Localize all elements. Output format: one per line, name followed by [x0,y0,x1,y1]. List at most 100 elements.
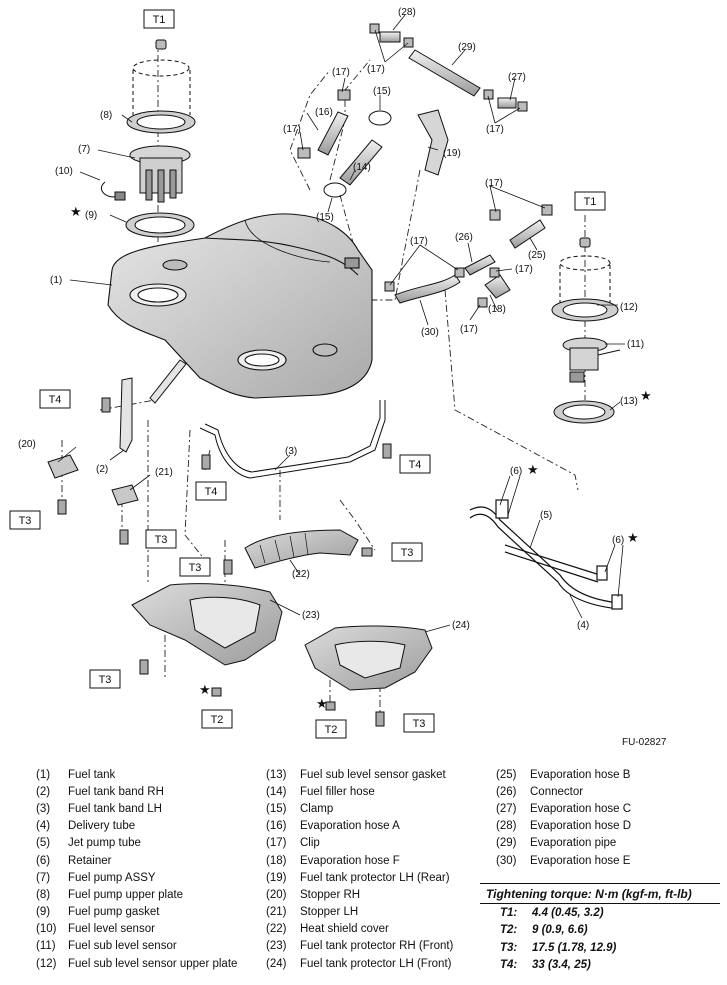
evaporation-hoses-b-e-f [384,204,553,308]
torque-row: T3:17.5 (1.78, 12.9) [480,939,720,957]
legend-item: (17) Clip [266,835,453,852]
legend-item: (24)Fuel tank protector LH (Front) [266,955,453,972]
legend-text: Evaporation hose B [530,768,631,781]
svg-text:(7): (7) [78,144,90,155]
torque-value: 17.5 (1.78, 12.9) [532,941,617,954]
legend-item: (23)Fuel tank protector RH (Front) [266,938,453,955]
legend-item: (21)Stopper LH [266,904,453,921]
fuel-tank-band-rh [119,359,187,453]
fuel-tank-band-lh [199,400,386,479]
legend-number: (30) [496,854,517,867]
legend-item: (1) Fuel tank [36,766,237,783]
legend-text: Heat shield cover [300,923,389,936]
svg-text:(27): (27) [508,72,526,83]
legend-text: Stopper LH [300,906,359,919]
legend-text: Fuel sub level sensor [68,940,177,953]
legend-item: (18)Evaporation hose F [266,852,453,869]
legend-number: (27) [496,802,517,815]
svg-text:(17): (17) [515,264,533,275]
svg-text:(29): (29) [458,42,476,53]
legend-item: (16)Evaporation hose A [266,818,453,835]
legend-item: (22)Heat shield cover [266,921,453,938]
svg-text:(12): (12) [620,302,638,313]
legend-item: (9)Fuel pump gasket [36,904,237,921]
legend-text: Fuel sub level sensor upper plate [68,957,238,970]
legend-text: Retainer [68,854,112,867]
legend-text: Evaporation hose E [530,854,631,867]
fuel-tank-protector-rh-front [131,583,283,666]
legend-number: (26) [496,785,517,798]
torque-table: Tightening torque: N·m (kgf-m, ft-lb) T1… [480,883,720,974]
legend-text: Fuel filler hose [300,785,375,798]
legend-item: (3) Fuel tank band LH [36,800,237,817]
legend-item: (20)Stopper RH [266,886,453,903]
legend-number: (11) [36,940,56,953]
svg-text:T2: T2 [325,724,338,736]
svg-text:★: ★ [199,682,211,697]
legend-item: (5)Jet pump tube [36,835,237,852]
torque-row: T1:4.4 (0.45, 3.2) [480,904,720,922]
legend-item: (10)Fuel level sensor [36,921,237,938]
callout-lines [57,14,625,633]
legend-text: Fuel tank [68,768,116,781]
svg-text:(19): (19) [443,148,461,159]
legend-number: (9) [36,906,51,919]
legend-number: (23) [266,940,287,953]
svg-text:(17): (17) [485,178,503,189]
legend-item: (30) Evaporation hose E [496,852,631,869]
legend-item: (4)Delivery tube [36,818,237,835]
svg-text:★: ★ [627,530,639,545]
svg-text:(3): (3) [285,446,297,457]
svg-text:(28): (28) [398,7,416,18]
legend-text: Clip [300,837,320,850]
legend-number: (29) [496,837,517,850]
svg-text:T1: T1 [584,196,597,208]
torque-value: 33 (3.4, 25) [532,959,591,972]
svg-text:T4: T4 [49,394,62,406]
svg-text:(20): (20) [18,439,36,450]
torque-table-header: Tightening torque: N·m (kgf-m, ft-lb) [480,884,720,904]
legend-number: (7) [36,871,51,884]
evaporation-hose-a [297,89,351,159]
svg-text:(4): (4) [577,620,589,631]
legend-item: (15)Clamp [266,800,453,817]
legend-text: Fuel pump upper plate [68,888,184,901]
legend-number: (10) [36,923,57,936]
svg-text:(1): (1) [50,275,62,286]
legend-number: (15) [266,802,287,815]
legend-number: (1) [36,768,51,781]
svg-text:(17): (17) [486,124,504,135]
svg-text:(6): (6) [510,466,522,477]
legend-number: (24) [266,957,287,970]
svg-text:(23): (23) [302,610,320,621]
legend-text: Fuel tank band LH [68,802,162,815]
svg-text:★: ★ [527,462,539,477]
torque-key: T4: [500,959,518,972]
torque-row: T2:9 (0.9, 6.6) [480,922,720,940]
legend-item: (6)Retainer [36,852,237,869]
svg-text:★: ★ [70,204,82,219]
svg-text:(22): (22) [292,569,310,580]
heat-shield-cover [244,529,359,569]
legend-number: (17) [266,837,287,850]
torque-key: T1: [500,906,518,919]
svg-text:(17): (17) [460,324,478,335]
svg-text:(6): (6) [612,535,624,546]
evaporation-pipe [369,23,528,112]
fuel-tank-protector-lh-rear [417,109,449,176]
svg-text:(13): (13) [620,396,638,407]
legend-number: (2) [36,785,51,798]
figure-id: FU-02827 [622,737,667,748]
torque-boxes [9,9,606,739]
legend-number: (8) [36,888,51,901]
legend-text: Evaporation hose C [530,802,632,815]
svg-text:T4: T4 [205,486,218,498]
legend-text: Fuel tank band RH [68,785,164,798]
legend-text: Fuel tank protector LH (Rear) [300,871,450,884]
torque-key: T2: [500,924,518,937]
legend-text: Evaporation pipe [530,837,617,850]
fuel-tank [107,213,373,399]
legend-number: (3) [36,802,51,815]
svg-text:(5): (5) [540,510,552,521]
svg-text:T4: T4 [409,459,422,471]
